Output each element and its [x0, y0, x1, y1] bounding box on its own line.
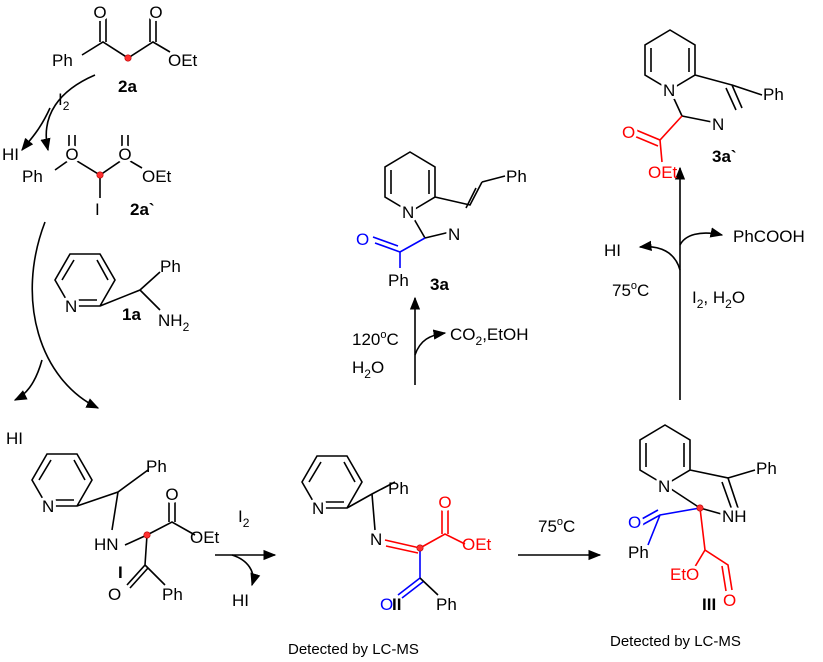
nitrogen-label: N — [448, 225, 460, 244]
phenyl-label: Ph — [436, 595, 457, 614]
compound-2a: O O Ph OEt 2a — [52, 0, 198, 96]
nitrogen-label: N — [658, 477, 670, 496]
amine-label: NH — [722, 507, 747, 526]
intermediate-III: N Ph NH O Ph EtO O III Detected by LC-MS — [610, 424, 777, 650]
oxygen-label: O — [628, 513, 641, 532]
phenyl-label: Ph — [756, 459, 777, 478]
oxygen-label: O — [108, 585, 121, 604]
oxygen-label: O — [622, 123, 635, 142]
nitrogen-label: N — [663, 81, 675, 100]
compound-label-3a: 3a — [430, 275, 449, 294]
phenyl-label: Ph — [52, 51, 73, 70]
reactive-site-dot — [143, 531, 151, 539]
reagents-label: I2, H2O — [692, 288, 745, 311]
compound-label-2a-prime: 2a` — [130, 200, 155, 219]
reactive-site-dot — [96, 171, 104, 179]
nitrogen-label: N — [402, 203, 414, 222]
detection-note: Detected by LC-MS — [288, 641, 419, 658]
cyclization-arrow: 75oC — [518, 516, 602, 561]
oxygen-label: O — [380, 595, 393, 614]
amine-label: NH2 — [158, 311, 190, 334]
nitrogen-label: N — [42, 497, 54, 516]
ethoxy-label: OEt — [190, 528, 220, 547]
deacylation-arrow: HI PhCOOH 75oC I2, H2O — [604, 166, 805, 400]
amine-label: HN — [94, 535, 119, 554]
compound-label-3a-prime: 3a` — [712, 147, 737, 166]
oxygen-label: O — [149, 3, 162, 22]
compound-label-III: III — [702, 595, 716, 614]
oxygen-label: O — [65, 145, 78, 164]
phenyl-label: Ph — [162, 585, 183, 604]
product-3a: N N Ph O Ph 3a — [353, 151, 527, 294]
byproduct-benzoic-acid: PhCOOH — [733, 227, 805, 246]
reactive-site-dot — [124, 54, 132, 62]
reagent-iodine: I2 — [238, 507, 250, 530]
compound-label-2a: 2a — [118, 77, 137, 96]
iodine-atom-label: I — [95, 200, 100, 219]
compound-2a-prime: O O Ph OEt I 2a` — [22, 135, 172, 219]
phenyl-label: Ph — [763, 85, 784, 104]
byproduct-hi: HI — [2, 145, 19, 164]
oxygen-label: O — [723, 591, 736, 610]
iodination-arrow: I2 HI — [2, 74, 96, 164]
byproduct-hi: HI — [232, 591, 249, 610]
condensation-arrow — [13, 221, 100, 409]
nitrogen-label: N — [712, 115, 724, 134]
oxidation-arrow: I2 HI — [215, 507, 277, 610]
byproduct-hi: HI — [604, 241, 621, 260]
reactive-site-dot — [416, 544, 424, 552]
phenyl-label: Ph — [388, 479, 409, 498]
ethoxy-label: OEt — [648, 163, 678, 182]
solvent-label: H2O — [352, 358, 384, 381]
phenyl-label: Ph — [22, 167, 43, 186]
compound-label-1a: 1a — [122, 305, 141, 324]
compound-label-I: I — [118, 563, 123, 582]
intermediate-I: HI N Ph HN O OEt O Ph I — [6, 429, 220, 607]
ethoxy-label: OEt — [142, 167, 172, 186]
oxygen-label: O — [165, 485, 178, 504]
imine-nitrogen-label: N — [370, 530, 382, 549]
nitrogen-label: N — [65, 297, 77, 316]
oxygen-label: O — [93, 3, 106, 22]
temperature-label: 120oC — [352, 329, 399, 349]
byproduct-hi: HI — [6, 429, 23, 448]
phenyl-label: Ph — [388, 271, 409, 290]
compound-1a: N Ph NH2 1a — [54, 253, 190, 334]
phenyl-label: Ph — [628, 543, 649, 562]
reagent-iodine: I2 — [58, 90, 70, 113]
oxygen-label: O — [438, 493, 451, 512]
byproduct-label: CO2,EtOH — [450, 325, 528, 348]
compound-label-II: II — [392, 595, 401, 614]
decarboxylation-arrow: 120oC H2O CO2,EtOH — [352, 296, 528, 385]
product-3a-prime: N N Ph O OEt 3a` — [619, 29, 784, 182]
nitrogen-label: N — [312, 499, 324, 518]
reactive-site-dot — [696, 504, 704, 512]
oxygen-label: O — [356, 230, 369, 249]
ethoxy-label: OEt — [168, 51, 198, 70]
phenyl-label: Ph — [160, 257, 181, 276]
detection-note: Detected by LC-MS — [610, 633, 741, 650]
ethoxy-label: EtO — [670, 565, 699, 584]
intermediate-II: N Ph N O OEt O Ph II Detected by LC-MS — [288, 455, 492, 658]
oxygen-label: O — [118, 145, 131, 164]
temperature-label: 75oC — [538, 516, 575, 536]
phenyl-label: Ph — [506, 167, 527, 186]
phenyl-label: Ph — [146, 457, 167, 476]
ethoxy-label: OEt — [462, 535, 492, 554]
temperature-label: 75oC — [612, 280, 649, 300]
